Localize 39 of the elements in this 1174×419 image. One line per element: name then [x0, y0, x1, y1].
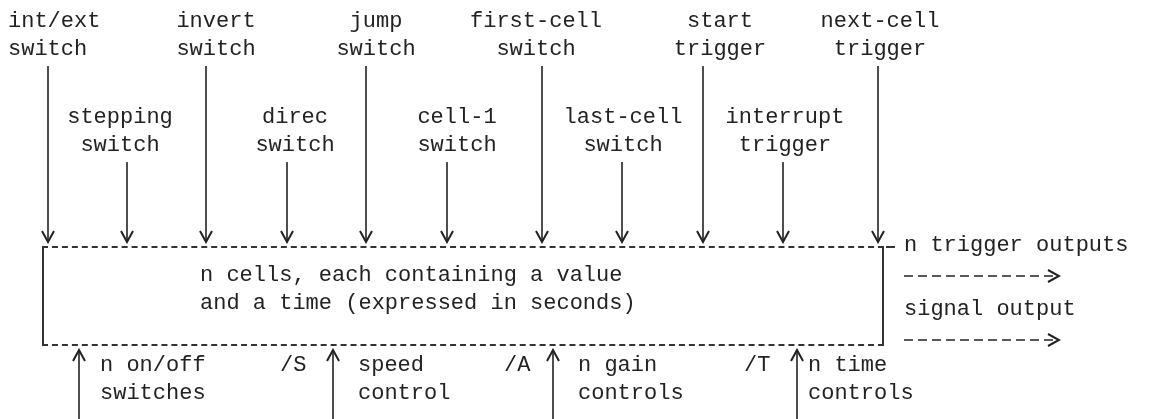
arrow [359, 65, 373, 243]
arrow [871, 65, 885, 243]
node-label: invert switch [175, 8, 257, 64]
node-label: start trigger [672, 8, 768, 64]
node-label: last-cell switch [562, 104, 684, 160]
edge-label: speed control [358, 352, 452, 408]
signal-label: /S [280, 352, 307, 380]
edge-label: n time controls [808, 352, 915, 408]
node-label: cell-1 switch [416, 104, 498, 160]
arrow [41, 65, 55, 243]
memory-box [42, 246, 884, 346]
edge-label: n on/off switches [100, 352, 207, 408]
arrow [903, 333, 1060, 347]
arrow [535, 65, 549, 243]
arrow [120, 161, 134, 243]
arrow [790, 349, 804, 419]
arrow [326, 349, 340, 419]
edge-label: n trigger outputs [904, 232, 1129, 260]
arrow [440, 161, 454, 243]
node-label: stepping switch [66, 104, 174, 160]
arrow [280, 161, 294, 243]
arrow [696, 65, 710, 243]
arrow [72, 349, 86, 419]
node-label: int/ext switch [8, 8, 102, 64]
node-label: n cells, each containing a value and a time (expressed in seconds) [200, 262, 637, 318]
edge-label: n gain controls [578, 352, 685, 408]
node-label: interrupt trigger [724, 104, 846, 160]
signal-label: /T [744, 352, 771, 380]
edge-label: signal output [904, 296, 1076, 324]
node-label: direc switch [254, 104, 336, 160]
node-label: jump switch [335, 8, 417, 64]
arrow [776, 161, 790, 243]
arrow [615, 161, 629, 243]
arrow [199, 65, 213, 243]
arrow [903, 269, 1060, 283]
signal-label: /A [504, 352, 531, 380]
arrow [546, 349, 560, 419]
node-label: next-cell trigger [819, 8, 941, 64]
node-label: first-cell switch [469, 8, 603, 64]
